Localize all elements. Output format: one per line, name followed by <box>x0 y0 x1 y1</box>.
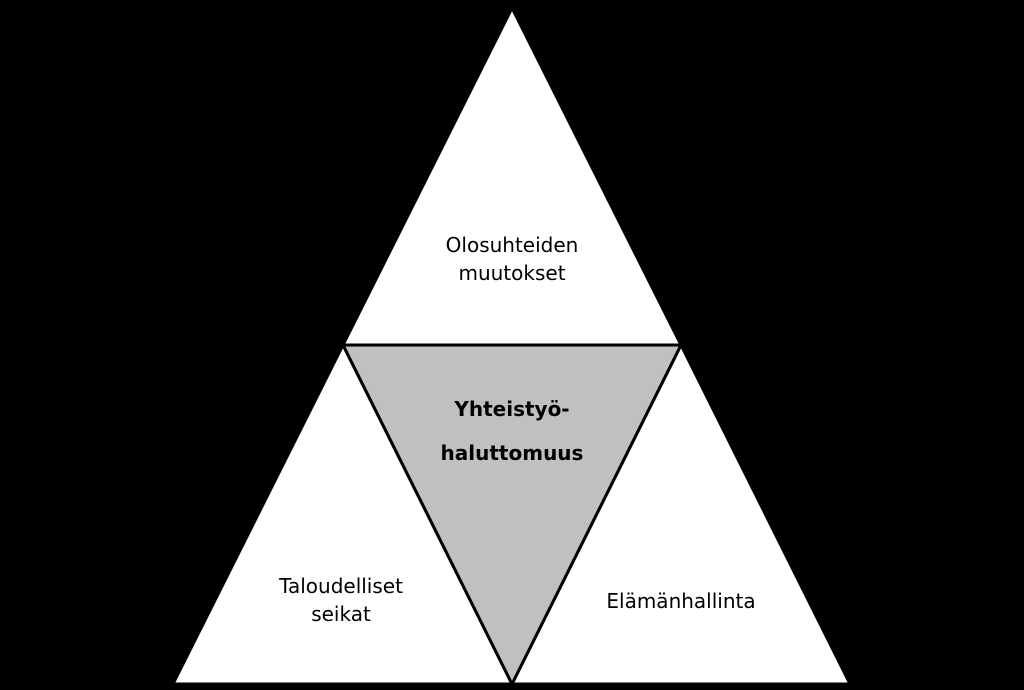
label-center-line1: Yhteistyö- <box>454 397 570 421</box>
label-yhteistyohaluttomuus: Yhteistyö- haluttomuus <box>441 387 584 475</box>
label-right-line1: Elämänhallinta <box>606 589 756 613</box>
top-triangle <box>340 4 684 347</box>
label-top-line2: muutokset <box>458 261 566 285</box>
label-olosuhteiden-muutokset: Olosuhteiden muutokset <box>446 231 579 287</box>
label-top-line1: Olosuhteiden <box>445 233 579 257</box>
label-taloudelliset-seikat: Taloudelliset seikat <box>279 572 403 628</box>
label-left-line2: seikat <box>311 602 371 626</box>
label-left-line1: Taloudelliset <box>279 574 403 598</box>
label-elamanhallinta: Elämänhallinta <box>606 587 755 615</box>
center-triangle <box>340 343 684 688</box>
label-center-line2: haluttomuus <box>440 441 584 465</box>
